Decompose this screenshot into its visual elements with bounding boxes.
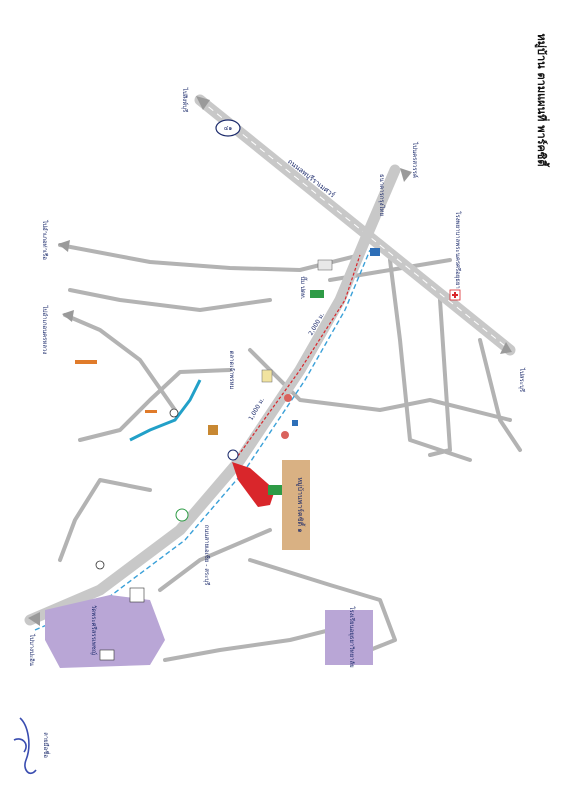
project-logo-icon	[268, 485, 282, 495]
map-title: หมู่บ้าน ตามแผนที่ พาร์คซิตี้	[534, 33, 550, 167]
red-cross-icon	[452, 292, 458, 298]
bank-icon-2	[292, 420, 298, 426]
destination-arrows	[28, 96, 512, 626]
route-sign-icon	[175, 508, 189, 522]
hospital-label: โรงพยาบาลพระนครศรีอยุธยา	[454, 211, 462, 289]
route-red	[234, 254, 361, 461]
dest-left-2: ไปอำเภอนครหลวง	[41, 305, 49, 355]
dest-bottom-left: ไปบางปะอิน	[28, 633, 36, 666]
factory-icon	[208, 425, 218, 435]
highway-shield-number: ๔๑	[224, 125, 233, 132]
secondary-roads	[58, 243, 522, 662]
project-label-box	[282, 460, 310, 550]
gas-station-icon	[310, 290, 324, 298]
arrow-left-1-icon	[58, 240, 70, 252]
project-site	[232, 462, 275, 507]
road-bottom	[163, 628, 332, 662]
market-label: ตลาดเจ้าพรหม	[228, 351, 235, 390]
arrow-bottom-left-icon	[28, 612, 40, 626]
orange-marker-2	[145, 410, 157, 413]
project-label: หมู่บ้านพาร์คซิตี้ ๑	[296, 477, 307, 532]
arrow-right-icon	[500, 342, 512, 354]
arrow-top-right-icon	[400, 168, 412, 182]
road-right-vertical	[388, 258, 472, 462]
main-road	[24, 164, 401, 626]
school-building-icon-2	[99, 649, 115, 661]
temple-icon-2	[281, 431, 289, 439]
arrow-left-2-icon	[62, 310, 74, 322]
signature-mark	[13, 717, 37, 775]
orange-marker	[75, 360, 97, 364]
road-bottom-loop	[248, 558, 397, 652]
signature-label: ลายมือชื่อ	[42, 732, 50, 758]
road-right-mid	[248, 348, 512, 422]
school-label-left: วัดพระศรีสรรเพชญ์	[90, 605, 98, 655]
road-left-bottom	[58, 478, 152, 562]
junction-icon	[169, 408, 179, 418]
bank-label: ธนาคารกรุงไทย	[378, 174, 386, 216]
road-bottom-left	[158, 528, 272, 592]
building-icon	[317, 259, 333, 271]
arrow-top-left-icon	[196, 96, 210, 110]
market-icon	[261, 369, 273, 383]
road-left-lower	[78, 368, 232, 442]
school-label-bottom: โรงเรียนอยุธยาวิทยาลัย	[348, 606, 356, 667]
school-box-bottom	[325, 610, 373, 665]
school-building-icon	[129, 587, 145, 603]
road-lower-label: ถนนสายเอเชีย - สระบุรี	[203, 525, 211, 587]
road-right-branch	[428, 298, 452, 457]
temple-icon	[284, 394, 292, 402]
dest-top-left: ไปสิงห์บุรี	[181, 87, 189, 113]
river	[129, 379, 202, 442]
road-left-branch	[63, 313, 177, 412]
road-left-mid	[68, 288, 272, 312]
landmark-icons	[75, 248, 380, 661]
dest-top-right: ไปนครสวรรค์	[411, 141, 419, 178]
school-box-left	[45, 595, 165, 668]
road-right-far	[478, 338, 522, 452]
dest-right: ไปสระบุรี	[518, 367, 526, 393]
bank-icon	[370, 248, 380, 256]
highway-shield-icon	[215, 119, 241, 137]
site-marker-icon	[227, 449, 239, 461]
junction-icon-2	[95, 560, 105, 570]
dest-left-1: ไปอำเภอท่าเรือ	[41, 219, 49, 260]
gas-label: ปั๊ม ปตท.	[299, 276, 308, 299]
highway-centerline	[199, 99, 511, 351]
